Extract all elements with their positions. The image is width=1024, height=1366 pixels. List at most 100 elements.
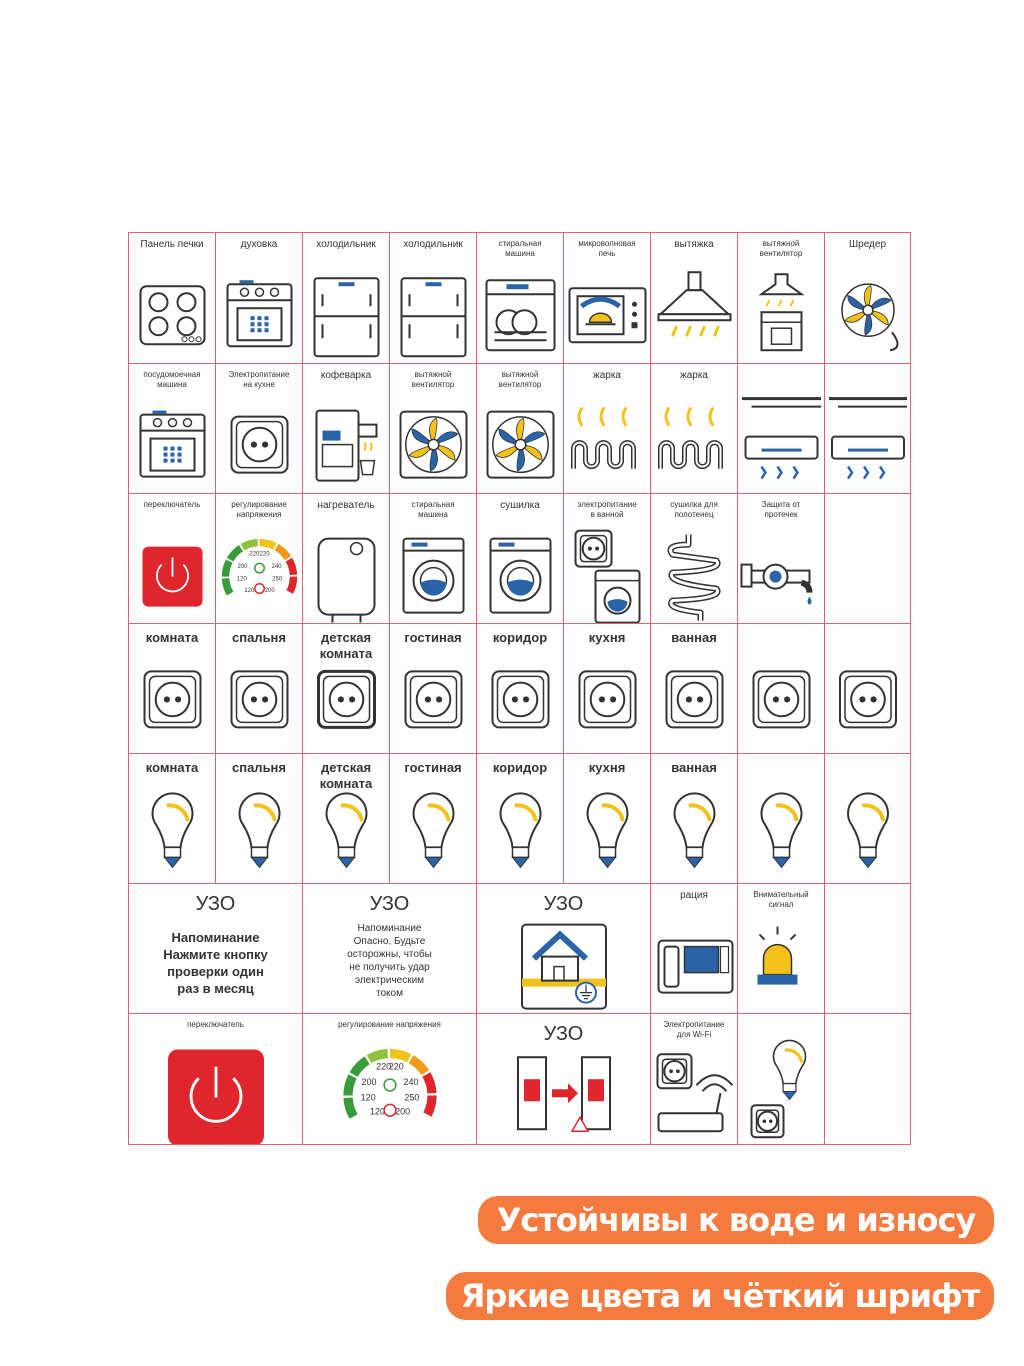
washing-machine-icon [402,537,465,614]
sticker-label: холодильник [403,239,463,250]
sticker-note: Напоминание Нажмите кнопку проверки один… [163,930,268,996]
sticker-cell-heating-element-icon: жарка [650,363,738,494]
sticker-cell-fridge-icon: холодильник [389,232,477,364]
sticker-label: Защита от протечек [761,500,801,519]
voltage-mark: 220 [389,1061,404,1071]
sticker-cell-heating-element-icon: жарка [563,363,651,494]
towel-dryer-icon [667,534,721,621]
light-bulb-icon [151,792,194,869]
air-conditioner-icon [742,397,821,480]
sticker-cell-light-bulb-icon: спальня [215,753,303,884]
sticker-cell-socket-icon: ванная [650,623,738,754]
voltage-mark: 120 [237,577,248,583]
sticker-label: УЗО [543,1023,584,1045]
sticker-label: кофеварка [320,370,372,381]
sticker-label: вытяжной вентилятор [411,370,455,389]
sticker-cell-house-ground-icon: УЗО [476,883,651,1014]
voltage-mark: 250 [404,1093,419,1103]
power-button-icon [142,546,203,607]
sticker-label: детская комната [319,630,373,661]
fridge-icon [313,277,380,358]
sticker-cell-light-bulb-icon: детская комната [302,753,390,884]
sticker-cell-child-socket-icon: детская комната [302,623,390,754]
sticker-cell-intercom-icon: рация [650,883,738,1014]
sticker-cell-socket-icon: комната [128,623,216,754]
sticker-cell-socket-icon: Электропитание на кухне [215,363,303,494]
voltage-mark: 220 [376,1061,391,1071]
breaker-icon [517,1056,611,1132]
light-bulb-icon [412,792,455,869]
sticker-label: холодильник [316,239,376,250]
sticker-cell-bulb-socket-icon [737,1013,825,1145]
voltage-mark: 240 [403,1077,418,1087]
sticker-cell-dishwasher-icon: стиральная машина [476,232,564,364]
range-hood-icon [657,271,732,337]
sticker-cell-air-conditioner-icon [824,363,911,494]
sticker-label: переключатель [143,500,201,509]
sticker-cell-light-bulb-icon: гостиная [389,753,477,884]
light-bulb-icon [499,792,542,869]
sticker-label: детская комната [319,760,373,791]
leak-protection-icon [740,563,813,605]
sticker-label: нагреватель [317,500,375,511]
light-bulb-icon [586,792,629,869]
hob-icon [139,285,206,346]
sticker-label: спальня [232,760,286,775]
sticker-cell-coffee-machine-icon: кофеварка [302,363,390,494]
sticker-cell-socket-icon: спальня [215,623,303,754]
oven-icon [139,410,206,478]
sticker-label: кухня [588,630,626,645]
sticker-cell-light-bulb-icon: коридор [476,753,564,884]
heating-element-icon [658,407,723,470]
voltage-mark: 200 [395,1106,410,1116]
sticker-label: спальня [232,630,286,645]
voltage-mark: 200 [237,564,248,570]
intercom-icon [657,939,734,994]
sticker-cell-empty [824,883,911,1014]
house-ground-icon [521,923,607,1010]
voltage-mark: 120 [370,1106,385,1116]
sticker-cell-socket-icon: кухня [563,623,651,754]
banner-bright-colors: Яркие цвета и чёткий шрифт [446,1272,994,1320]
bathroom-socket-icon [574,529,641,623]
fan-icon [486,410,555,479]
sticker-cell-hood-over-stove-icon: вытяжной вентилятор [737,232,825,364]
sticker-cell-alarm-beacon-icon: Внимательный сигнал [737,883,825,1014]
sticker-cell-leak-protection-icon: Защита от протечек [737,493,825,624]
dishwasher-icon [485,279,556,352]
sticker-label: электропитание в ванной [577,500,637,519]
voltage-mark: 200 [361,1077,376,1087]
bulb-socket-icon [750,1039,807,1139]
sticker-cell-washing-machine-icon: стиральная машина [389,493,477,624]
sticker-cell-towel-dryer-icon: сушилка для полотенец [650,493,738,624]
power-button-icon [168,1049,264,1144]
sticker-cell-microwave-icon: микроволновая печь [563,232,651,364]
light-bulb-icon [238,792,281,869]
sticker-label: гостиная [404,760,462,775]
sticker-label: гостиная [404,630,462,645]
sticker-cell-breaker-icon: УЗО [476,1013,651,1145]
alarm-beacon-icon [757,926,798,985]
sticker-label: сушилка [500,500,540,511]
sticker-label: УЗО [195,893,236,915]
sticker-cell-fan-icon: вытяжной вентилятор [476,363,564,494]
voltage-mark: 120 [361,1093,376,1103]
light-bulb-icon [673,792,716,869]
sticker-label: регулирование напряжения [338,1020,441,1029]
sticker-label: вытяжка [674,239,714,250]
socket-icon [839,670,897,729]
wifi-router-icon [656,1053,734,1133]
sticker-label: микроволновая печь [578,239,636,258]
sticker-label: духовка [240,239,278,250]
heating-element-icon [571,407,636,470]
sticker-cell-light-bulb-icon [737,753,825,884]
washing-machine-icon [489,537,552,614]
sticker-label: рация [680,890,708,901]
sticker-label: вытяжной вентилятор [498,370,542,389]
socket-icon [230,670,289,729]
